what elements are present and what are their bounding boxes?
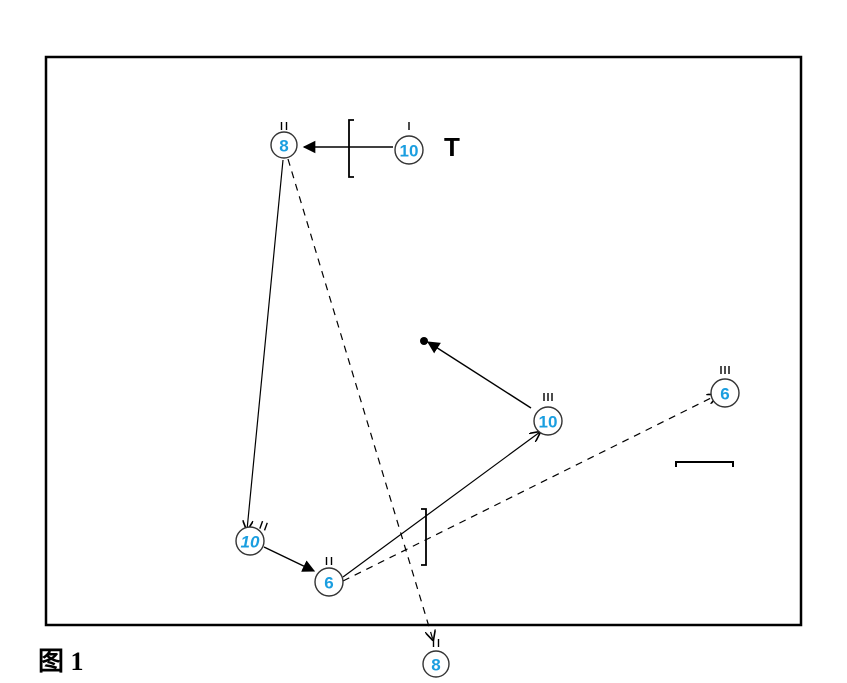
player-number: 6 — [324, 574, 333, 593]
player-8-top: 8 — [270, 122, 298, 159]
player-number: 8 — [431, 656, 440, 675]
player-number: 8 — [279, 137, 288, 156]
player-10-low: 10 — [235, 520, 268, 556]
pass-10mid-to-point — [426, 341, 532, 409]
run-6low-to-10mid — [342, 432, 540, 578]
bracket-middle — [421, 508, 427, 566]
bracket-right — [675, 461, 734, 467]
dashed-6low-to-6right — [342, 395, 717, 582]
player-circle-icon — [394, 135, 424, 165]
target-point — [420, 337, 428, 345]
player-6-right: 6 — [710, 366, 740, 408]
player-number: 10 — [400, 142, 419, 161]
player-10-top: 10 — [394, 122, 424, 165]
pass-10low-to-6low — [263, 546, 316, 572]
player-10-mid: 10 — [533, 393, 563, 436]
player-circle-icon — [533, 406, 563, 436]
field-frame — [44, 55, 803, 627]
figure-caption: 图 1 — [38, 647, 84, 676]
player-circle-icon — [314, 567, 344, 597]
bracket-top — [348, 119, 354, 178]
run-8top-to-10low — [247, 159, 284, 530]
player-circle-icon — [710, 378, 740, 408]
dashed-8top-to-8bottom — [287, 158, 433, 640]
player-circle-icon — [235, 526, 265, 556]
t-marker: T — [444, 132, 460, 162]
player-6-low: 6 — [314, 557, 344, 597]
player-number: 10 — [241, 533, 260, 552]
player-8-bottom: 8 — [422, 639, 450, 678]
player-number: 10 — [539, 413, 558, 432]
player-circle-icon — [422, 650, 450, 678]
player-circle-icon — [270, 131, 298, 159]
player-number: 6 — [720, 385, 729, 404]
